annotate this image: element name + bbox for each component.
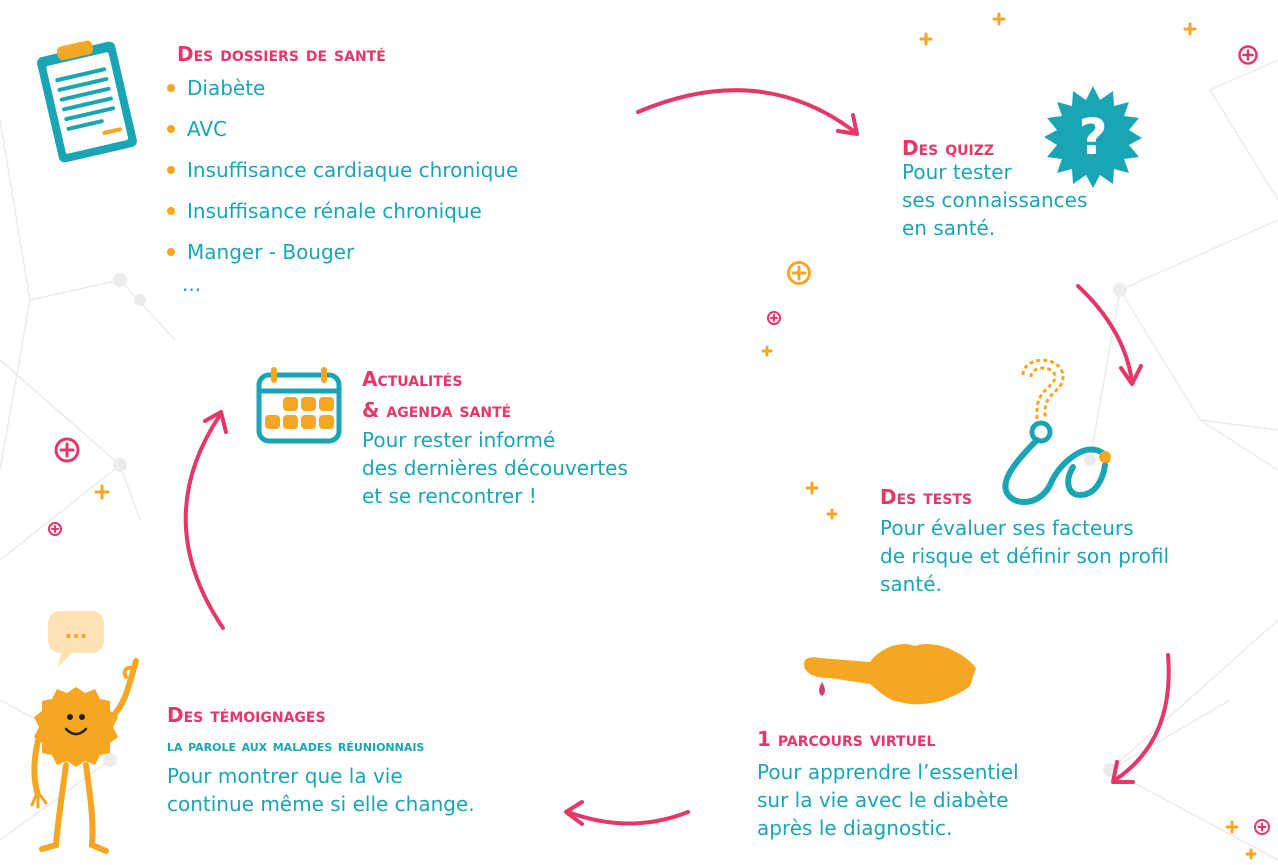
blood-drop-icon — [819, 682, 825, 696]
parcours-title: 1 Parcours virtuel — [757, 727, 936, 751]
text-line: Pour tester — [902, 160, 1012, 184]
curved-arrow-icon — [183, 410, 228, 630]
text-line: Pour apprendre l’essentiel — [757, 760, 1019, 784]
parcours-text: Pour apprendre l’essentiel sur la vie av… — [757, 758, 1019, 842]
text-line: Pour rester informé — [362, 428, 556, 452]
quizz-text: Pour tester ses connaissances en santé. — [902, 158, 1087, 242]
actualites-subtitle: & agenda santé — [362, 398, 512, 422]
text-line: santé. — [880, 572, 942, 596]
list-item: Diabète — [165, 75, 518, 116]
plus-icon — [94, 12, 1257, 860]
temoignages-title: Des témoignages — [167, 703, 326, 727]
question-mark-icon: ? — [1078, 108, 1107, 166]
list-item: Manger - Bouger — [165, 239, 518, 280]
actualites-text: Pour rester informé des dernières découv… — [362, 426, 628, 510]
pointing-hand-icon — [804, 643, 976, 705]
mascot-icon: ... — [30, 611, 139, 854]
temoignages-text: Pour montrer que la vie continue même si… — [167, 762, 475, 818]
svg-text:...: ... — [65, 619, 88, 643]
calendar-icon — [256, 367, 342, 444]
dossiers-list: Diabète AVC Insuffisance cardiaque chron… — [165, 75, 518, 280]
text-line: en santé. — [902, 216, 996, 240]
quiz-badge-icon: ? — [1044, 86, 1142, 188]
clipboard-icon — [37, 40, 137, 163]
text-line: Pour montrer que la vie — [167, 764, 403, 788]
dossiers-title: Des dossiers de santé — [177, 42, 386, 66]
curved-arrow-icon — [636, 88, 859, 136]
temoignages-subtitle: la parole aux malades réunionnais — [167, 736, 425, 755]
text-line: sur la vie avec le diabète — [757, 788, 1009, 812]
actualites-title: Actualités — [362, 367, 463, 391]
quizz-title: Des quizz — [902, 136, 994, 160]
text-line: de risque et définir son profil — [880, 544, 1170, 568]
curved-arrow-icon — [1076, 284, 1143, 386]
text-line: Pour évaluer ses facteurs — [880, 516, 1134, 540]
text-line: continue même si elle change. — [167, 792, 475, 816]
tests-text: Pour évaluer ses facteurs de risque et d… — [880, 514, 1169, 598]
list-item: Insuffisance rénale chronique — [165, 198, 518, 239]
text-line: des dernières découvertes — [362, 456, 628, 480]
text-line: ses connaissances — [902, 188, 1088, 212]
stethoscope-icon — [1002, 358, 1111, 505]
curved-arrow-icon — [564, 800, 690, 826]
text-line: après le diagnostic. — [757, 816, 953, 840]
dossiers-more: ... — [182, 272, 202, 296]
curved-arrow-icon — [1111, 653, 1171, 784]
text-line: et se rencontrer ! — [362, 484, 537, 508]
question-mark-icon — [1021, 358, 1065, 419]
tests-title: Des tests — [880, 485, 973, 509]
plus-circle-icon — [48, 45, 1270, 835]
list-item: Insuffisance cardiaque chronique — [165, 157, 518, 198]
list-item: AVC — [165, 116, 518, 157]
speech-bubble-icon: ... — [48, 611, 104, 667]
